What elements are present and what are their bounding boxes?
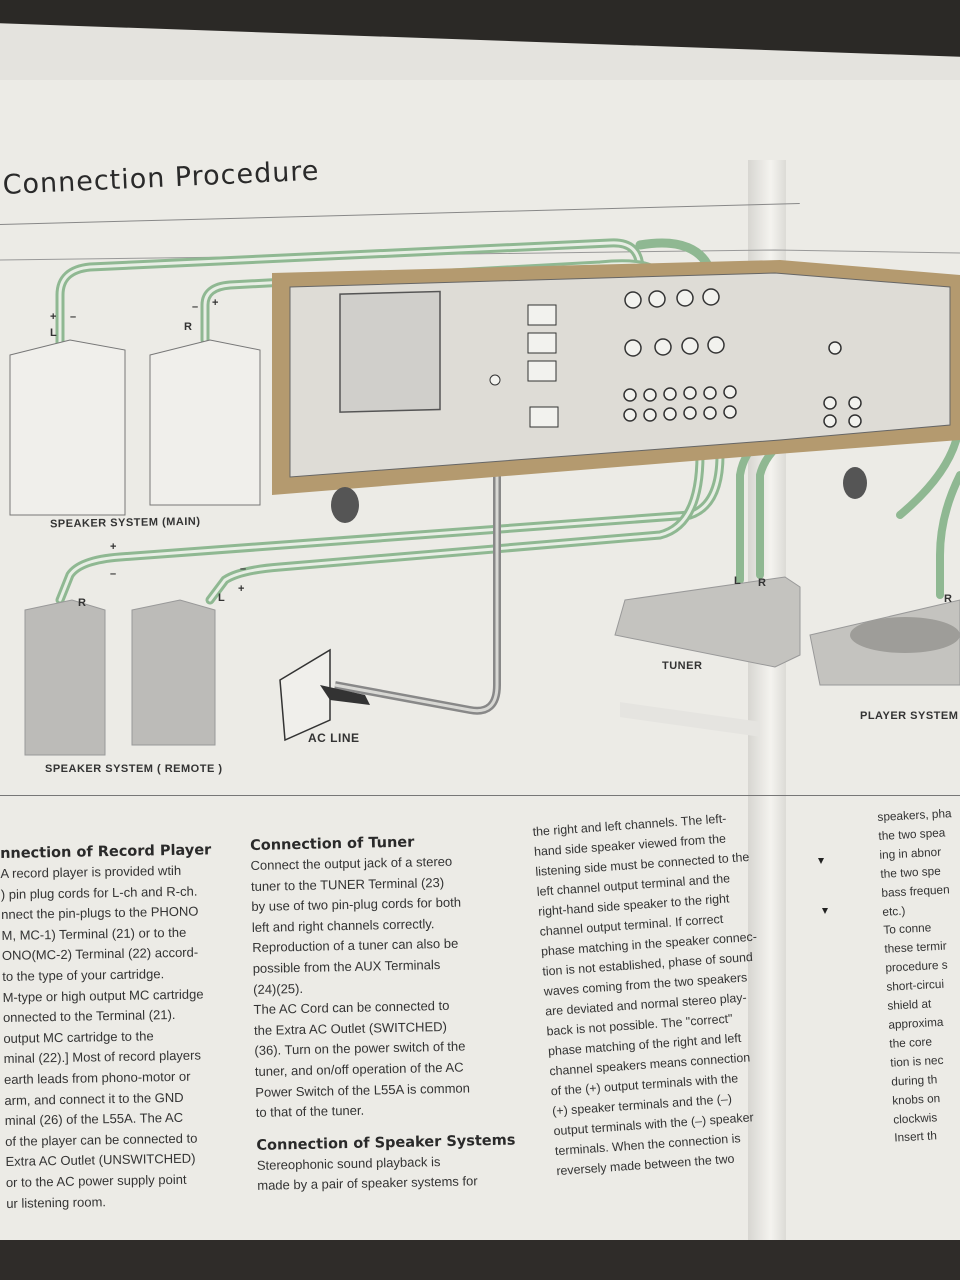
column-tuner: Connection of Tuner Connect the output j… [250, 833, 519, 1197]
margin-mark [818, 858, 824, 864]
margin-mark [822, 908, 828, 914]
main-r-minus-label: – [192, 301, 199, 313]
remote-r-label: R [78, 597, 87, 609]
tuner-l-label: L [734, 575, 742, 587]
remote-l-label: L [218, 592, 226, 604]
remote-l-minus-label: – [240, 563, 247, 575]
body-speaker-phase: the right and left channels. The left- h… [532, 811, 758, 1179]
player-r-label: R [944, 593, 953, 605]
label-speaker-remote: SPEAKER SYSTEM ( REMOTE ) [45, 763, 223, 775]
main-l-plus-label: + [50, 311, 57, 323]
connection-diagram: SPEAKER SYSTEM (MAIN) SPEAKER SYSTEM ( R… [0, 215, 960, 795]
table-surface [0, 1240, 960, 1280]
label-player-system: PLAYER SYSTEM [860, 710, 959, 722]
body-ac-cord: The AC Cord can be connected to the Extr… [253, 998, 471, 1121]
remote-l-plus-label: + [238, 583, 245, 595]
body-record-player: A record player is provided wtih ) pin p… [0, 862, 204, 1211]
ac-outlet [279, 648, 370, 742]
column-speaker-continued: the right and left channels. The left- h… [532, 805, 802, 1181]
diagram-drawing [0, 238, 960, 756]
remote-plus-label: + [110, 541, 117, 553]
remote-minus-label: – [110, 568, 117, 580]
main-speakers [9, 339, 261, 516]
body-speaker-systems: Stereophonic sound playback is made by a… [256, 1153, 478, 1194]
body-tuner: Connect the output jack of a stereo tune… [250, 853, 462, 997]
player-unit [809, 599, 960, 686]
main-l-label: L [50, 327, 58, 339]
label-ac-line: AC LINE [308, 731, 360, 745]
diagram-separator [0, 795, 960, 796]
amplifier-rear-panel [272, 260, 960, 523]
column-record-player: nnection of Record Player A record playe… [0, 842, 228, 1214]
main-r-label: R [184, 321, 193, 333]
tuner-r-label: R [758, 577, 767, 589]
label-tuner: TUNER [662, 660, 703, 672]
main-l-minus-label: – [70, 311, 77, 323]
main-r-plus-label: + [212, 297, 219, 309]
remote-speakers [24, 599, 216, 756]
tuner-unit [614, 576, 801, 737]
heading-record-player: nnection of Record Player [0, 842, 212, 862]
